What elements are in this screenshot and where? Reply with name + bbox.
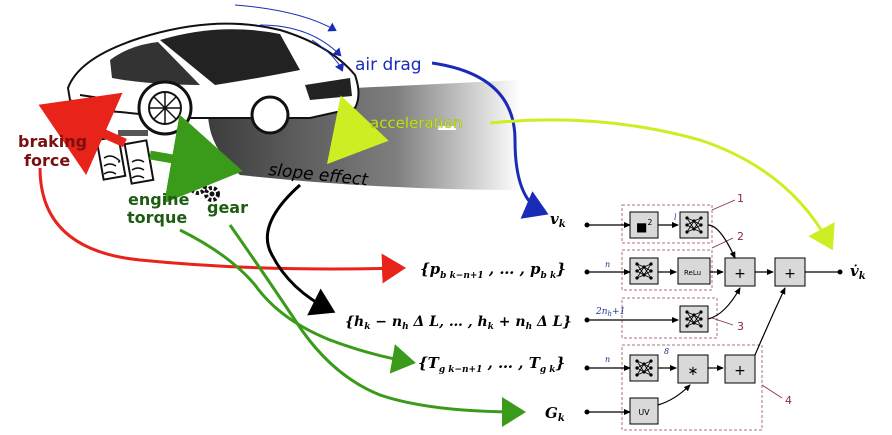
braking-label-line1: braking <box>18 132 87 151</box>
relu-block-label: ReLu <box>684 269 701 277</box>
neural-network-icon <box>635 216 703 377</box>
uv-block <box>629 397 659 425</box>
input-tg: {Tg k−n+1 , … , Tg k} <box>418 354 565 375</box>
air-stream-line <box>259 24 342 57</box>
engine-label-line2: torque <box>127 208 187 227</box>
square-block-label: ■2 <box>636 218 652 234</box>
group-2-number: 2 <box>737 230 744 243</box>
nn-node <box>642 265 646 269</box>
group-3-box <box>621 297 718 339</box>
input-pb: {pb k−n+1 , … , pb k} <box>420 260 566 281</box>
engine-torque-curve <box>179 228 416 374</box>
nn-node <box>692 227 696 231</box>
nn-node <box>699 223 703 227</box>
nn-node <box>699 216 703 220</box>
multiply-block-label: ∗ <box>688 364 699 379</box>
wire-label-8: 8 <box>664 347 669 356</box>
nn-node <box>685 317 689 321</box>
nn-node <box>699 317 703 321</box>
nn-block-4 <box>629 354 659 382</box>
wire-label-2nh1: 2nh+1 <box>595 307 625 318</box>
gear-label: gear <box>207 198 248 217</box>
air-drag-label: air drag <box>355 55 422 75</box>
sum-block-1-label: + <box>734 266 746 282</box>
nn-node <box>685 310 689 314</box>
nn-block-1 <box>679 211 709 239</box>
car-side-window <box>110 42 200 85</box>
gear-curve <box>228 224 526 427</box>
nn-node <box>635 359 639 363</box>
road-marking <box>438 126 456 130</box>
nn-node <box>635 276 639 280</box>
nn-node <box>699 324 703 328</box>
braking-label-line2: force <box>24 151 70 170</box>
wire-label-l: l <box>674 213 677 222</box>
braking-curve <box>38 167 406 284</box>
air-stream-line <box>311 39 344 72</box>
nn-node <box>635 373 639 377</box>
nn-node <box>649 262 653 266</box>
input-v: vk <box>550 210 566 230</box>
relu-block <box>677 257 711 285</box>
engine-torque-arrow <box>149 114 243 204</box>
nn-node <box>649 276 653 280</box>
group-4-box <box>621 344 763 431</box>
nn-block-2 <box>629 257 659 285</box>
input-h: {hk − nh Δ L, … , hk + nh Δ L} <box>345 314 572 332</box>
engine-label-line1: engine <box>128 190 190 209</box>
group-1-number: 1 <box>737 192 744 205</box>
nn-node <box>685 216 689 220</box>
nn-node <box>699 230 703 234</box>
nn-node <box>635 262 639 266</box>
nn-node <box>699 310 703 314</box>
car-headlight <box>305 78 352 100</box>
sum-block-3-label: + <box>734 363 746 379</box>
nn-node <box>692 219 696 223</box>
acceleration-curve <box>489 118 835 251</box>
square-block <box>629 211 659 239</box>
nn-node <box>635 269 639 273</box>
gear-icon <box>189 177 220 202</box>
car-windshield <box>160 29 300 85</box>
nn-node <box>642 370 646 374</box>
sum-block-2 <box>774 257 806 287</box>
air-stream-line <box>234 4 337 32</box>
uv-block-label: UV <box>638 408 650 417</box>
braking-arrow <box>38 92 127 176</box>
group-1-box <box>621 204 713 244</box>
multiply-block <box>677 354 709 384</box>
nn-node <box>685 223 689 227</box>
nn-node <box>692 313 696 317</box>
acceleration-short-arrow <box>326 95 389 165</box>
nn-node <box>649 366 653 370</box>
nn-node <box>685 324 689 328</box>
wire-label-n: n <box>605 355 610 364</box>
input-g: Gk <box>545 404 565 424</box>
air-drag-curve <box>431 61 549 219</box>
sum-block-3 <box>724 354 756 384</box>
output-vdot: v̇k <box>850 262 866 282</box>
car-wheel-rear <box>250 95 290 135</box>
nn-node <box>649 373 653 377</box>
nn-node <box>692 321 696 325</box>
acceleration-label: acceleration <box>370 114 462 132</box>
nn-node <box>685 230 689 234</box>
wire-label-n: n <box>605 260 610 269</box>
nn-block-3 <box>679 305 709 333</box>
nn-node <box>649 269 653 273</box>
nn-node <box>635 366 639 370</box>
group-4-number: 4 <box>785 394 792 407</box>
group-3-number: 3 <box>737 320 744 333</box>
output-dot <box>837 269 843 275</box>
car-illustration <box>66 4 360 136</box>
nn-node <box>649 359 653 363</box>
sum-block-2-label: + <box>784 266 796 282</box>
nn-node <box>642 273 646 277</box>
slope-curve <box>265 183 336 316</box>
group-2-box <box>621 249 713 291</box>
nn-node <box>642 362 646 366</box>
